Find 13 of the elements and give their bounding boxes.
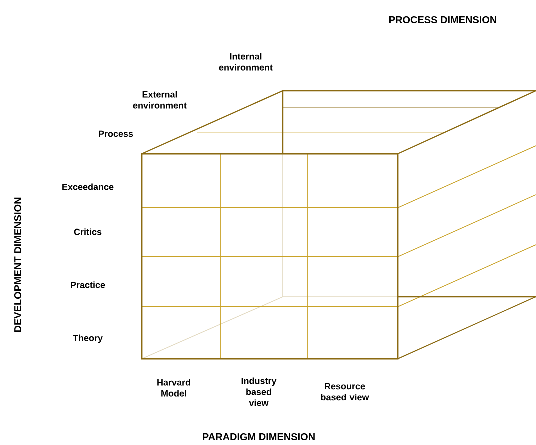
axis-label: Internal environment: [219, 53, 273, 71]
axis-label: Exceedance: [62, 184, 114, 190]
axis-label: Industry based view: [242, 378, 277, 406]
axis-label: Critics: [74, 228, 102, 236]
axis-label: Process: [99, 130, 134, 138]
axis-title: PROCESS DIMENSION: [390, 16, 496, 24]
axis-label: External environment: [133, 91, 187, 109]
axis-label: Practice: [71, 282, 106, 288]
axis-label: Resource based view: [321, 383, 370, 401]
axis-label: Harvard Model: [158, 379, 190, 397]
axis-title: PARADIGM DIMENSION: [203, 433, 315, 441]
axis-label: Theory: [73, 334, 103, 344]
axis-title: DEVELOPMENT DIMENSION: [14, 198, 22, 332]
